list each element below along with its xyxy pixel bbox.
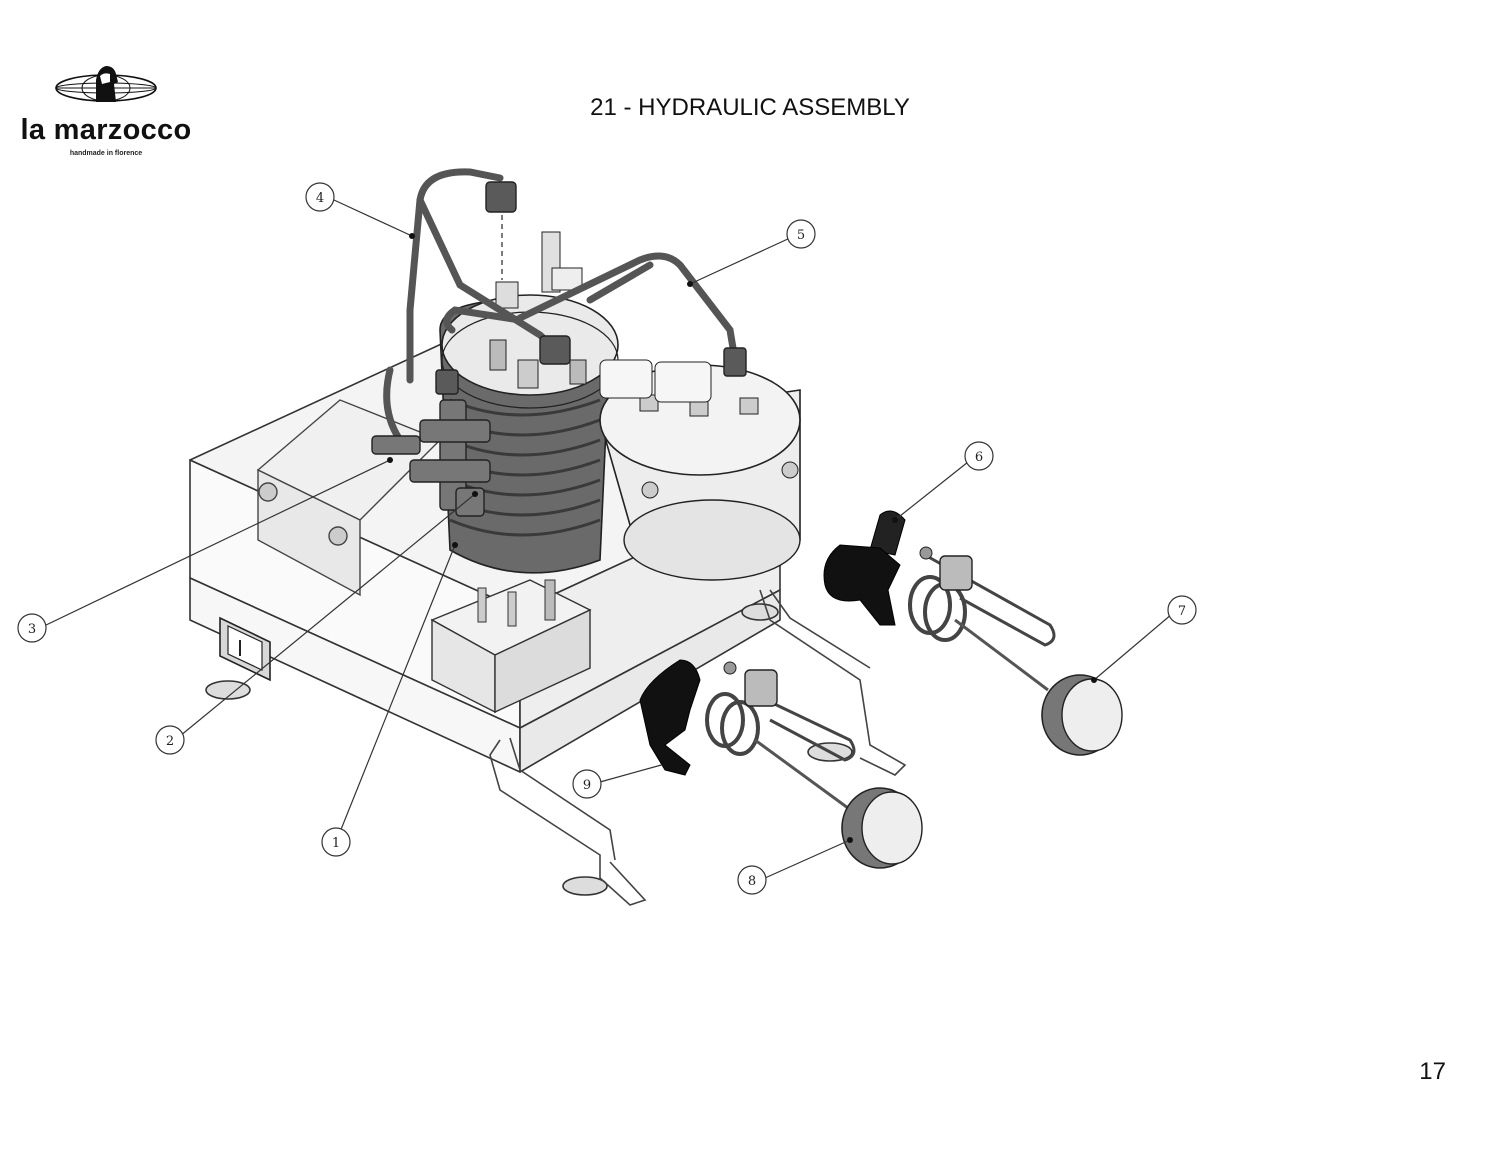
power-switch: [219, 616, 271, 682]
callout-5: 5: [786, 219, 816, 249]
brand-tagline: handmade in florence: [69, 150, 143, 157]
callout-1: 1: [321, 827, 351, 857]
callout-6: 6: [964, 441, 994, 471]
callout-3: 3: [17, 613, 47, 643]
globe-with-lion-icon: [55, 66, 157, 102]
leader-lines: [43, 199, 1173, 879]
callout-4: 4: [305, 182, 335, 212]
callout-2: 2: [155, 725, 185, 755]
callout-2-label: 2: [166, 734, 174, 749]
part-9-lever-knob: [639, 659, 701, 776]
callout-4-label: 4: [316, 191, 324, 206]
callout-5-label: 5: [797, 228, 805, 243]
brand-name: la marzocco: [20, 114, 192, 146]
callout-9: 9: [572, 769, 602, 799]
callout-9-label: 9: [583, 778, 591, 793]
part-7-pressure-gauge: [908, 546, 1123, 756]
part-8-pressure-gauge: [705, 661, 923, 869]
support-rails: [489, 589, 907, 906]
pipe-fittings: [435, 181, 747, 395]
callout-1-label: 1: [332, 836, 340, 851]
callout-8: 8: [737, 865, 767, 895]
steam-boiler: [598, 359, 801, 581]
callout-3-label: 3: [28, 622, 36, 637]
part-6-lever-knob: [823, 510, 906, 626]
leader-dots: [387, 233, 1097, 843]
callout-7: 7: [1167, 595, 1197, 625]
callout-6-label: 6: [975, 450, 983, 465]
t-fitting-manifold: [371, 399, 491, 517]
callout-7-label: 7: [1178, 604, 1186, 619]
page-title: 21 - HYDRAULIC ASSEMBLY: [590, 94, 910, 121]
callout-8-label: 8: [748, 874, 756, 889]
page-number: 17: [1419, 1058, 1446, 1085]
brand-logo: la marzocco handmade in florence: [8, 62, 204, 162]
terminal-block: [430, 579, 592, 714]
